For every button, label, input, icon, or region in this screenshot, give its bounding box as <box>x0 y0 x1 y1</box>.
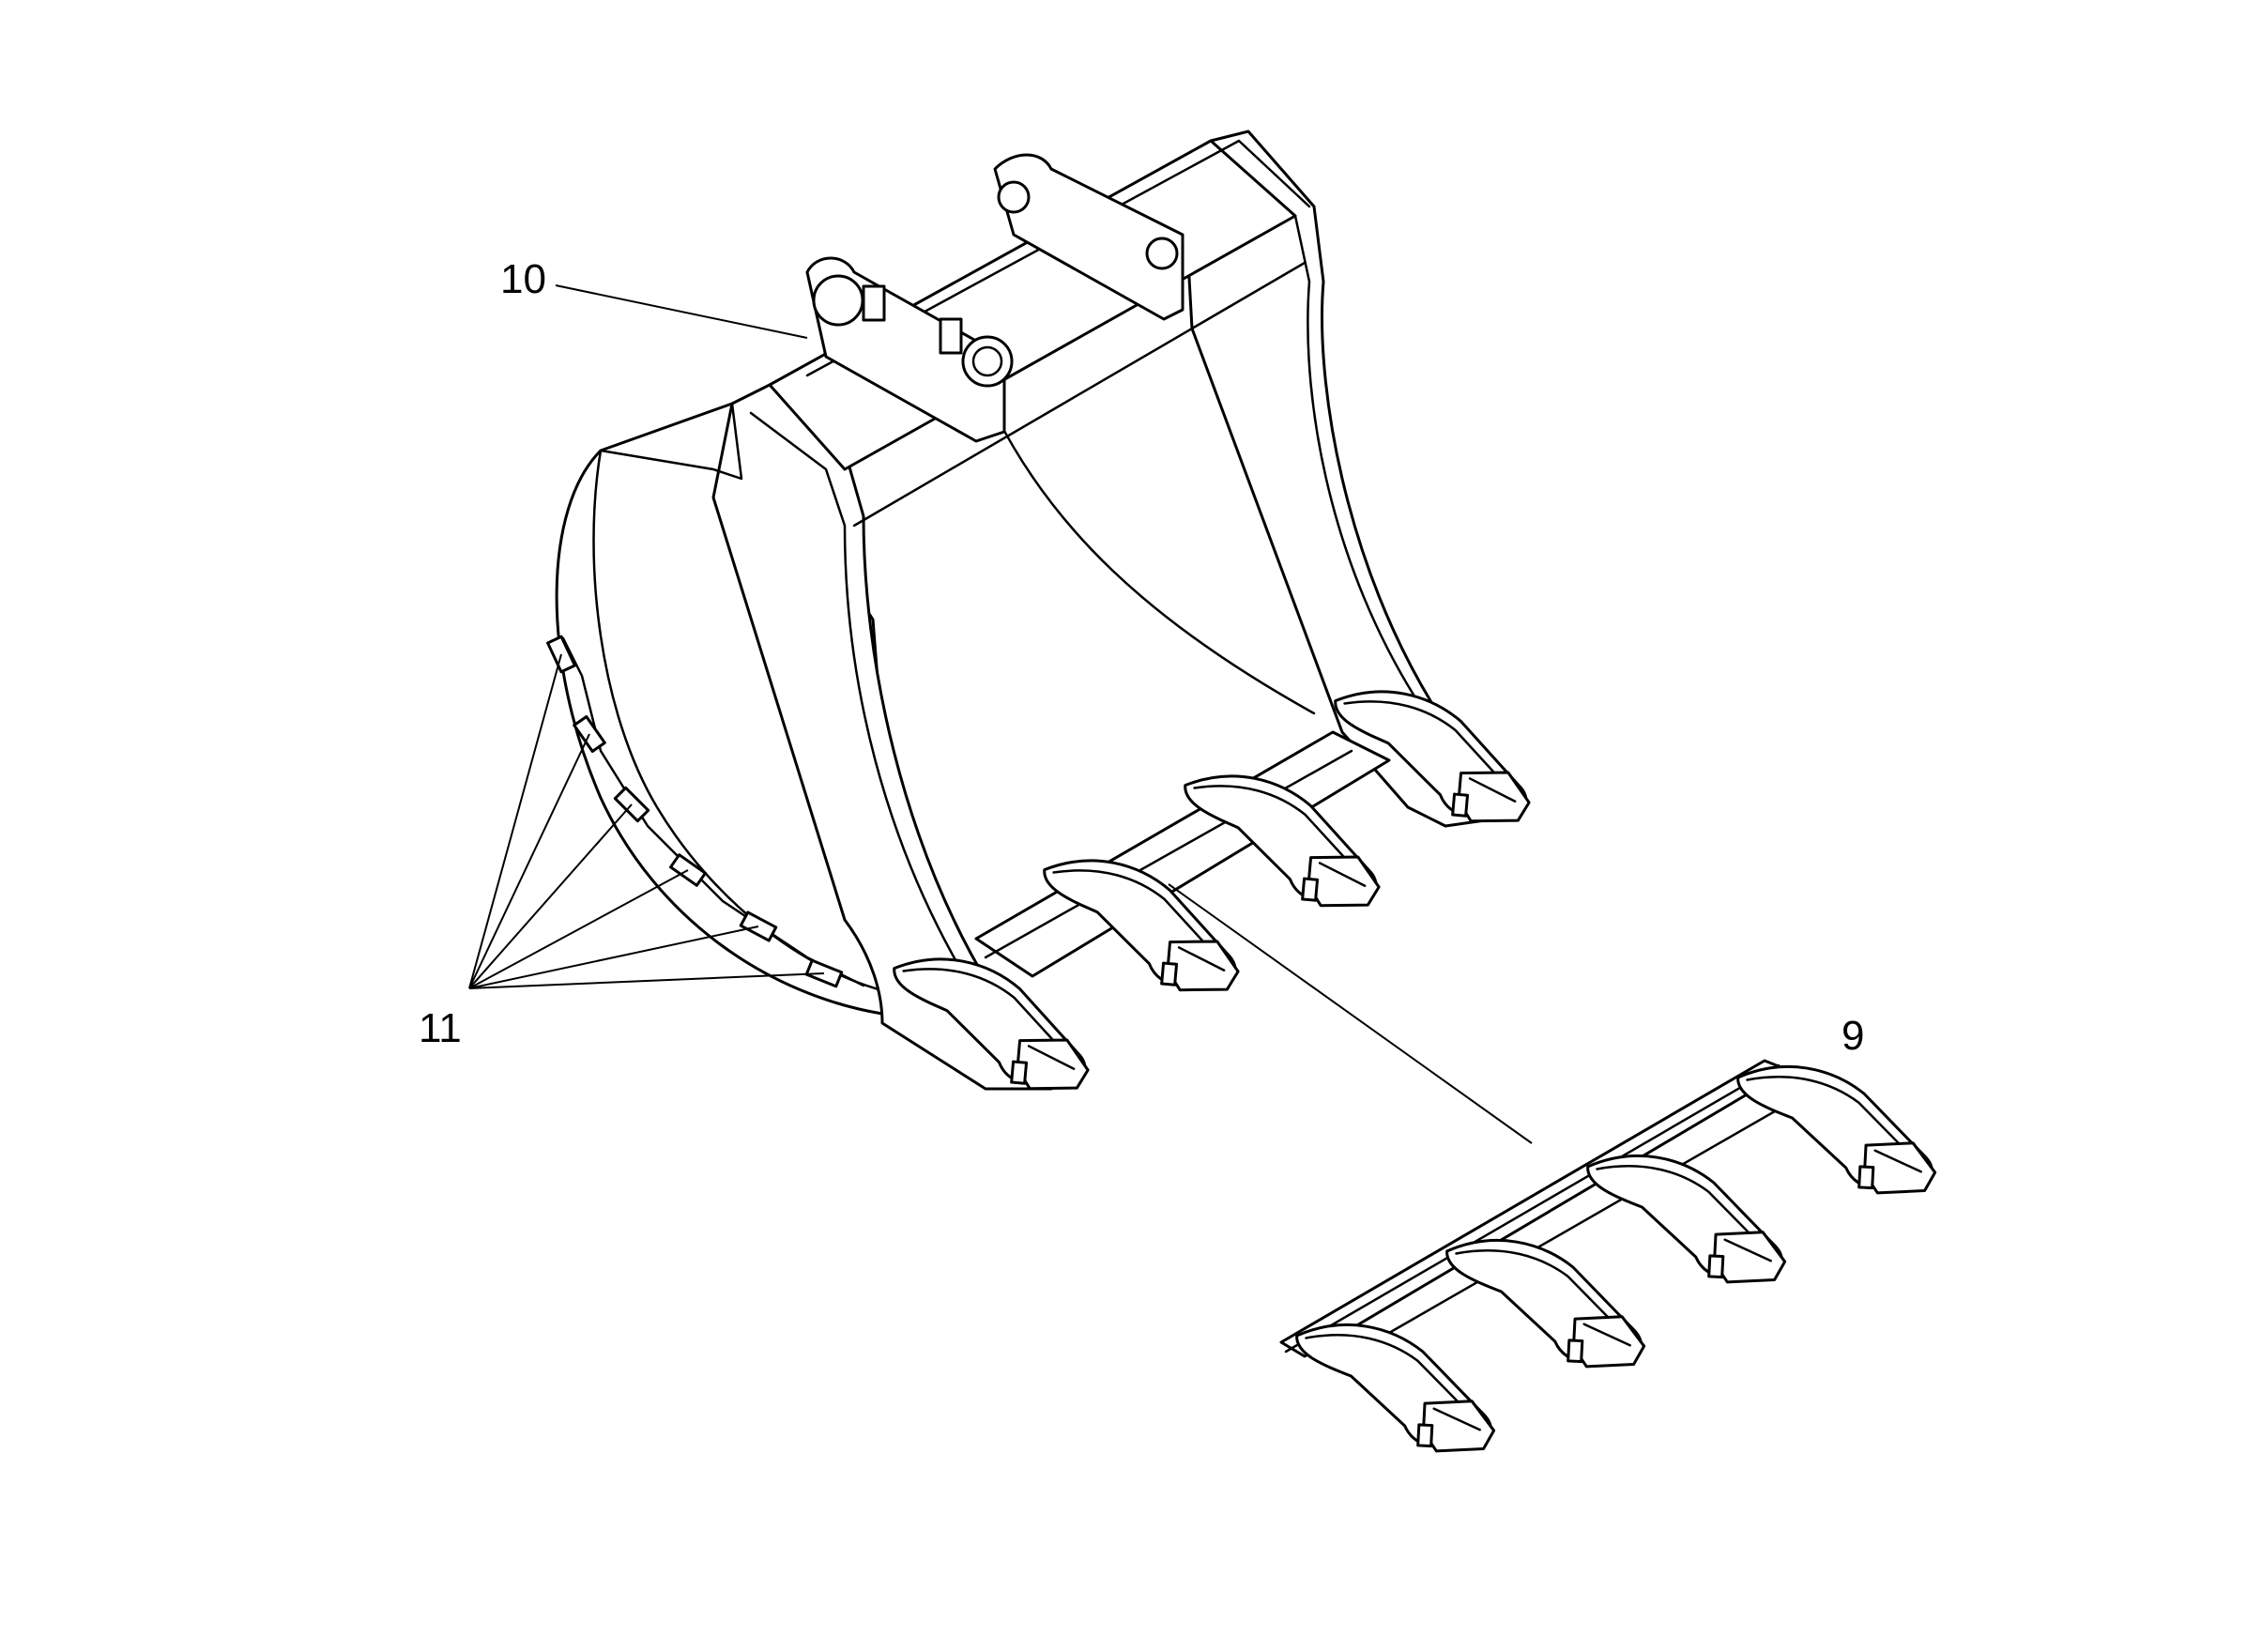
tooth-edge-assembly-drawing <box>1279 1059 1942 1456</box>
assembly-tooth-4 <box>1731 1062 1942 1198</box>
callout-11: 11 <box>419 1005 462 1051</box>
leader-9 <box>1168 883 1533 1144</box>
bucket-drawing <box>546 130 1539 1095</box>
mount-bracket-left <box>805 256 1014 443</box>
assembly-tooth-2 <box>1440 1235 1651 1371</box>
mount-bracket-right <box>993 153 1184 321</box>
assembly-tooth-3 <box>1581 1151 1792 1287</box>
assembly-tooth-1 <box>1290 1320 1501 1456</box>
callout-9: 9 <box>1842 1013 1864 1059</box>
callout-10: 10 <box>500 256 546 302</box>
leader-lines <box>468 284 1533 1144</box>
leader-11-fan <box>468 653 825 989</box>
leader-10 <box>555 284 808 339</box>
